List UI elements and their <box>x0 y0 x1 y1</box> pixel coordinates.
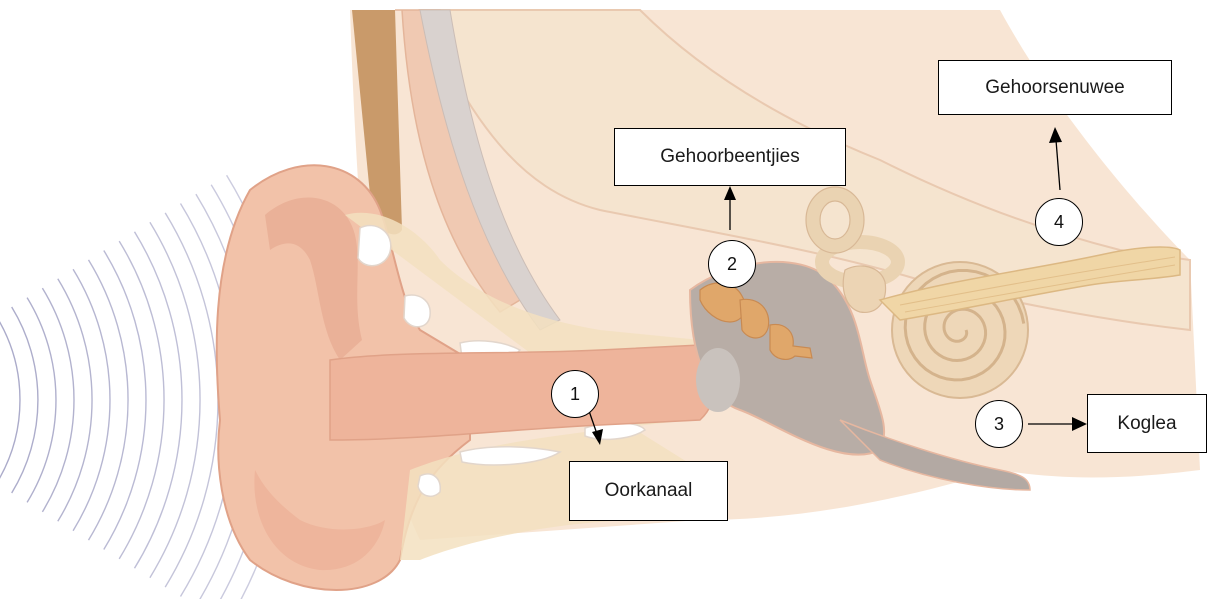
sound-wave-arc <box>119 241 164 559</box>
label-koglea: Koglea <box>1087 394 1207 453</box>
sound-wave-arc <box>0 316 20 483</box>
label-gehoorsenuwee: Gehoorsenuwee <box>938 60 1172 115</box>
sound-wave-arc <box>58 279 92 522</box>
marker-1: 1 <box>551 370 599 418</box>
vestibule <box>843 266 885 312</box>
marker-3: 3 <box>975 400 1023 448</box>
sound-wave-arc <box>42 288 74 512</box>
marker-2: 2 <box>708 240 756 288</box>
marker-4: 4 <box>1035 198 1083 246</box>
sound-wave-arc <box>89 260 129 540</box>
sound-wave-arc <box>12 307 38 493</box>
label-gehoorbeentjies: Gehoorbeentjies <box>614 128 846 186</box>
sound-wave-arc <box>27 298 56 503</box>
eardrum <box>696 348 740 412</box>
sound-wave-arc <box>135 232 182 569</box>
label-oorkanaal: Oorkanaal <box>569 461 728 521</box>
